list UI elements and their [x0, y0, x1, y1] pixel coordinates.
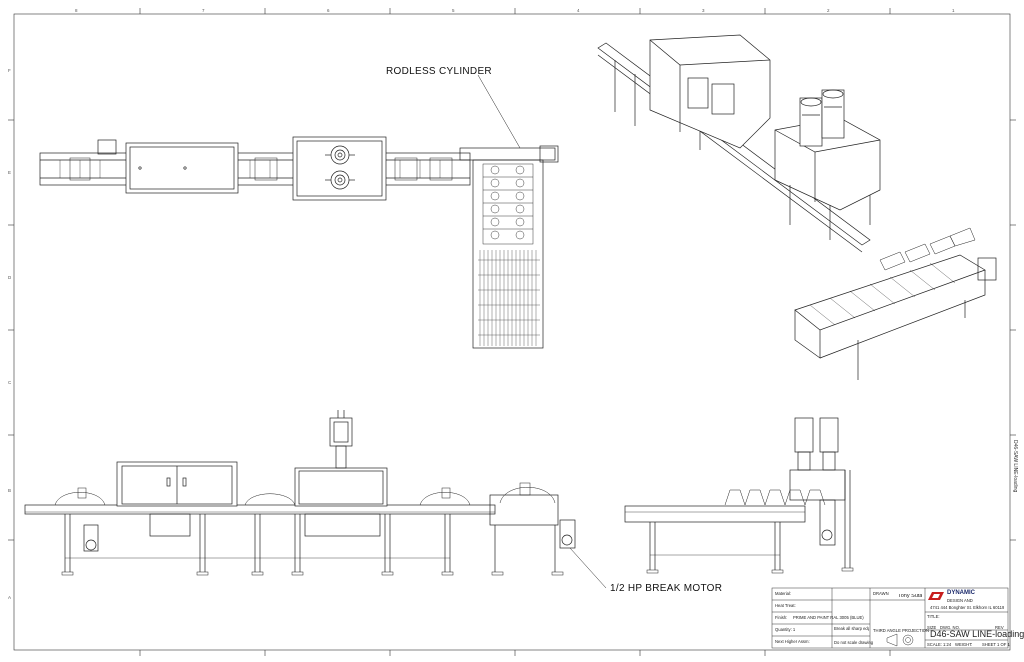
zone-label: 3 [702, 8, 705, 13]
side-view [624, 417, 854, 574]
scale-label: SCALE: 1:24 [927, 642, 952, 647]
zone-label: 8 [75, 8, 78, 13]
size-label: SIZE [927, 625, 937, 630]
top-view [39, 74, 559, 349]
sheet-border [8, 8, 1016, 656]
finish-value: PRIME AND PAINT RAL 3005 (BLUE) [793, 615, 864, 620]
company-subtitle: DESIGN AND [947, 598, 973, 603]
rev-label: REV [995, 625, 1004, 630]
drawing-title: D46-SAW LINE-loading [930, 629, 1024, 639]
zone-label: 4 [577, 8, 580, 13]
drawn-label: DRAWN [873, 591, 889, 596]
zone-label: 1 [952, 8, 955, 13]
zone-label: D [8, 275, 12, 280]
break-edges-note: Break all sharp edges and corners [834, 626, 869, 631]
zone-label: B [8, 488, 12, 493]
title-label: TITLE: [927, 614, 940, 619]
zone-label: 5 [452, 8, 455, 13]
zone-label: 6 [327, 8, 330, 13]
company-address: 4741 444 Bonghter St. Elkhorn IL 60119 [930, 605, 1005, 610]
break-motor-callout: 1/2 HP BREAK MOTOR [610, 583, 723, 594]
zone-label: 7 [202, 8, 205, 13]
sheet-label: SHEET 1 OF 1 [982, 642, 1010, 647]
quantity-label: Quantity: 1 [775, 627, 796, 632]
material-label: Material: [775, 591, 792, 596]
heat-treat-label: Heat Treat: [775, 603, 796, 608]
zone-label: F [8, 68, 11, 73]
rodless-cylinder-callout: RODLESS CYLINDER [386, 66, 492, 77]
next-higher-label: Next Higher Assm: [775, 639, 810, 644]
finish-label: Finish: [775, 615, 788, 620]
drawn-name: Tony Suta [898, 594, 923, 599]
dwg-no-label: DWG. NO. [940, 625, 961, 630]
zone-label: 2 [827, 8, 830, 13]
third-angle-label: THIRD ANGLE PROJECTION [873, 628, 930, 633]
do-not-scale-note: Do not scale drawing [834, 640, 874, 645]
front-view [24, 410, 607, 589]
zone-label: E [8, 170, 12, 175]
weight-label: WEIGHT: [955, 642, 973, 647]
company-name: DYNAMIC [947, 590, 975, 596]
isometric-view [597, 34, 997, 380]
zone-label: C [8, 380, 12, 385]
title-block [771, 587, 1009, 649]
side-drawing-note: D46-SAW LINE-loading [1012, 440, 1018, 493]
zone-label: A [8, 595, 12, 600]
